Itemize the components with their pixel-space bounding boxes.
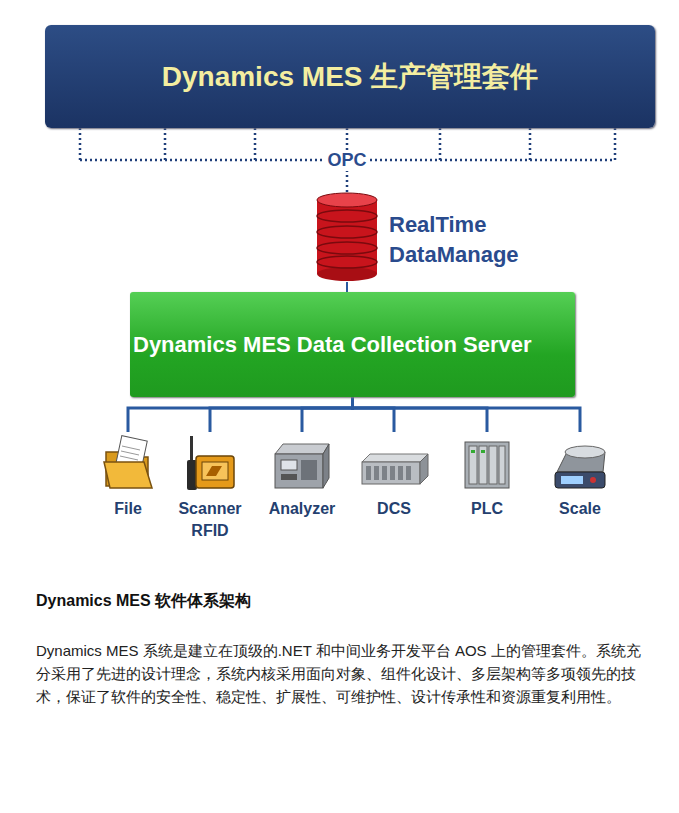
node-text: Scanner RFID — [178, 498, 241, 542]
node-text: RealTime DataManage — [389, 210, 519, 270]
device-icon — [457, 432, 517, 494]
node-text: Dynamics MES 生产管理套件 — [162, 58, 539, 96]
database-cylinder — [315, 192, 379, 282]
device-icon — [180, 432, 240, 494]
device-node: Scanner RFID — [165, 432, 255, 542]
device-icon — [98, 432, 158, 494]
opc-dotted-connector — [80, 128, 615, 192]
node-text: Analyzer — [269, 498, 336, 520]
node-text: Dynamics MES Data Collection Server — [133, 332, 532, 358]
bus-connector — [353, 397, 488, 432]
suite-banner: Dynamics MES 生产管理套件 — [45, 25, 655, 128]
device-node: DCS — [349, 432, 439, 520]
edge-label: OPC — [324, 150, 369, 171]
server-box: Dynamics MES Data Collection Server — [130, 292, 575, 397]
database-node: RealTime DataManage — [315, 192, 535, 282]
device-node: Scale — [535, 432, 625, 520]
body-paragraph: Dynamics MES 系统是建立在顶级的.NET 和中间业务开发平台 AOS… — [36, 639, 643, 708]
database-link — [346, 282, 348, 292]
node-text: DCS — [377, 498, 411, 520]
node-text: File — [114, 498, 142, 520]
section-heading: Dynamics MES 软件体系架构 — [36, 591, 251, 612]
device-node: Analyzer — [257, 432, 347, 520]
node-text: PLC — [471, 498, 503, 520]
bus-connector — [353, 397, 581, 432]
node-text: Scale — [559, 498, 601, 520]
bus-connector — [210, 397, 353, 432]
device-icon — [358, 432, 430, 494]
device-icon — [269, 432, 335, 494]
bus-connector — [302, 397, 353, 432]
device-node: PLC — [442, 432, 532, 520]
device-icon — [547, 432, 613, 494]
bus-connector — [353, 397, 395, 432]
device-node: File — [83, 432, 173, 520]
bus-connector — [128, 397, 353, 432]
